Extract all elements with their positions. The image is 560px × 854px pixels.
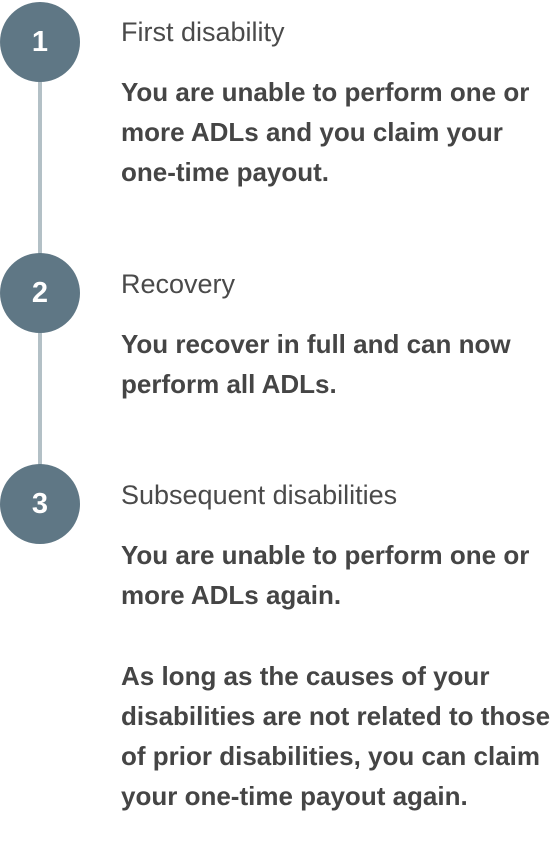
step-title-first-disability: First disability: [121, 17, 285, 47]
timeline-connector-2-3: [38, 330, 42, 466]
step-number-badge-3: 3: [0, 464, 80, 544]
step-number-badge-2: 2: [0, 253, 80, 333]
timeline-connector-1-2: [38, 78, 42, 254]
step-note-subsequent-disabilities: As long as the causes of your disabiliti…: [121, 661, 551, 811]
step-title-subsequent-disabilities: Subsequent disabilities: [121, 480, 398, 510]
step-description-first-disability: You are unable to perform one or more AD…: [121, 77, 530, 187]
step-description-recovery: You recover in full and can now perform …: [121, 329, 511, 399]
step-title-recovery: Recovery: [121, 269, 236, 299]
step-number-badge-1: 1: [0, 2, 80, 82]
step-description-subsequent-disabilities: You are unable to perform one or more AD…: [121, 540, 530, 610]
